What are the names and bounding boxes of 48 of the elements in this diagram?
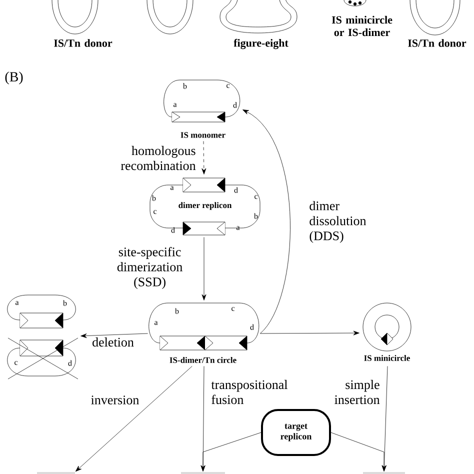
arrow [330, 432, 386, 472]
edge-label: inversion [91, 396, 139, 404]
arrow [200, 432, 262, 472]
arrow [202, 141, 206, 174]
node-label: IS-dimer/Tn circle [170, 357, 236, 363]
arrow [382, 366, 388, 472]
letter-label: a [154, 321, 158, 325]
caption: IS/Tn donor [408, 39, 466, 47]
edge-label: simple insertion [334, 380, 380, 404]
letter-label: b [63, 300, 67, 306]
letter-label: b [254, 213, 258, 219]
letter-label: a [16, 301, 19, 305]
letter-label: a [170, 186, 174, 190]
caption: IS/Tn donor [54, 39, 112, 47]
arrow [202, 237, 206, 300]
letter-label: c [154, 210, 157, 214]
letter-label: d [250, 324, 254, 330]
letter-label: d [233, 102, 237, 108]
letter-label: b [152, 195, 156, 201]
replicon-box: target replicon [261, 409, 331, 456]
letter-label: c [254, 195, 258, 199]
node-label: IS minicircle [364, 355, 410, 361]
arrow [75, 366, 192, 472]
letter-label: d [68, 360, 72, 366]
edge-label: homologous recombination [120, 146, 196, 170]
arrow [242, 110, 290, 334]
letter-label: b [175, 308, 179, 314]
panel-label: (B) [5, 72, 23, 84]
edge-label: dimer dissolution (DDS) [310, 201, 366, 243]
arrow [80, 333, 148, 338]
arrow [260, 330, 360, 336]
letter-label: d [171, 227, 175, 233]
plasmid-drawing [7, 294, 78, 380]
letter-label: c [226, 84, 230, 88]
caption: figure-eight [234, 38, 288, 50]
caption: IS minicircle or IS-dimer [332, 16, 392, 36]
letter-label: c [14, 361, 18, 365]
node-label: dimer replicon [178, 202, 232, 210]
letter-label: c [232, 307, 235, 311]
letter-label: a [236, 226, 240, 230]
letter-label: a [174, 103, 177, 107]
edge-label: site-specific dimerization (SSD) [117, 247, 182, 289]
arrow [200, 366, 206, 472]
letter-label: b [183, 83, 187, 89]
letter-label: d [234, 187, 238, 193]
node-label: IS monomer [180, 132, 226, 138]
edge-label: deletion [92, 337, 134, 347]
edge-label: transpositional fusion [211, 380, 288, 404]
